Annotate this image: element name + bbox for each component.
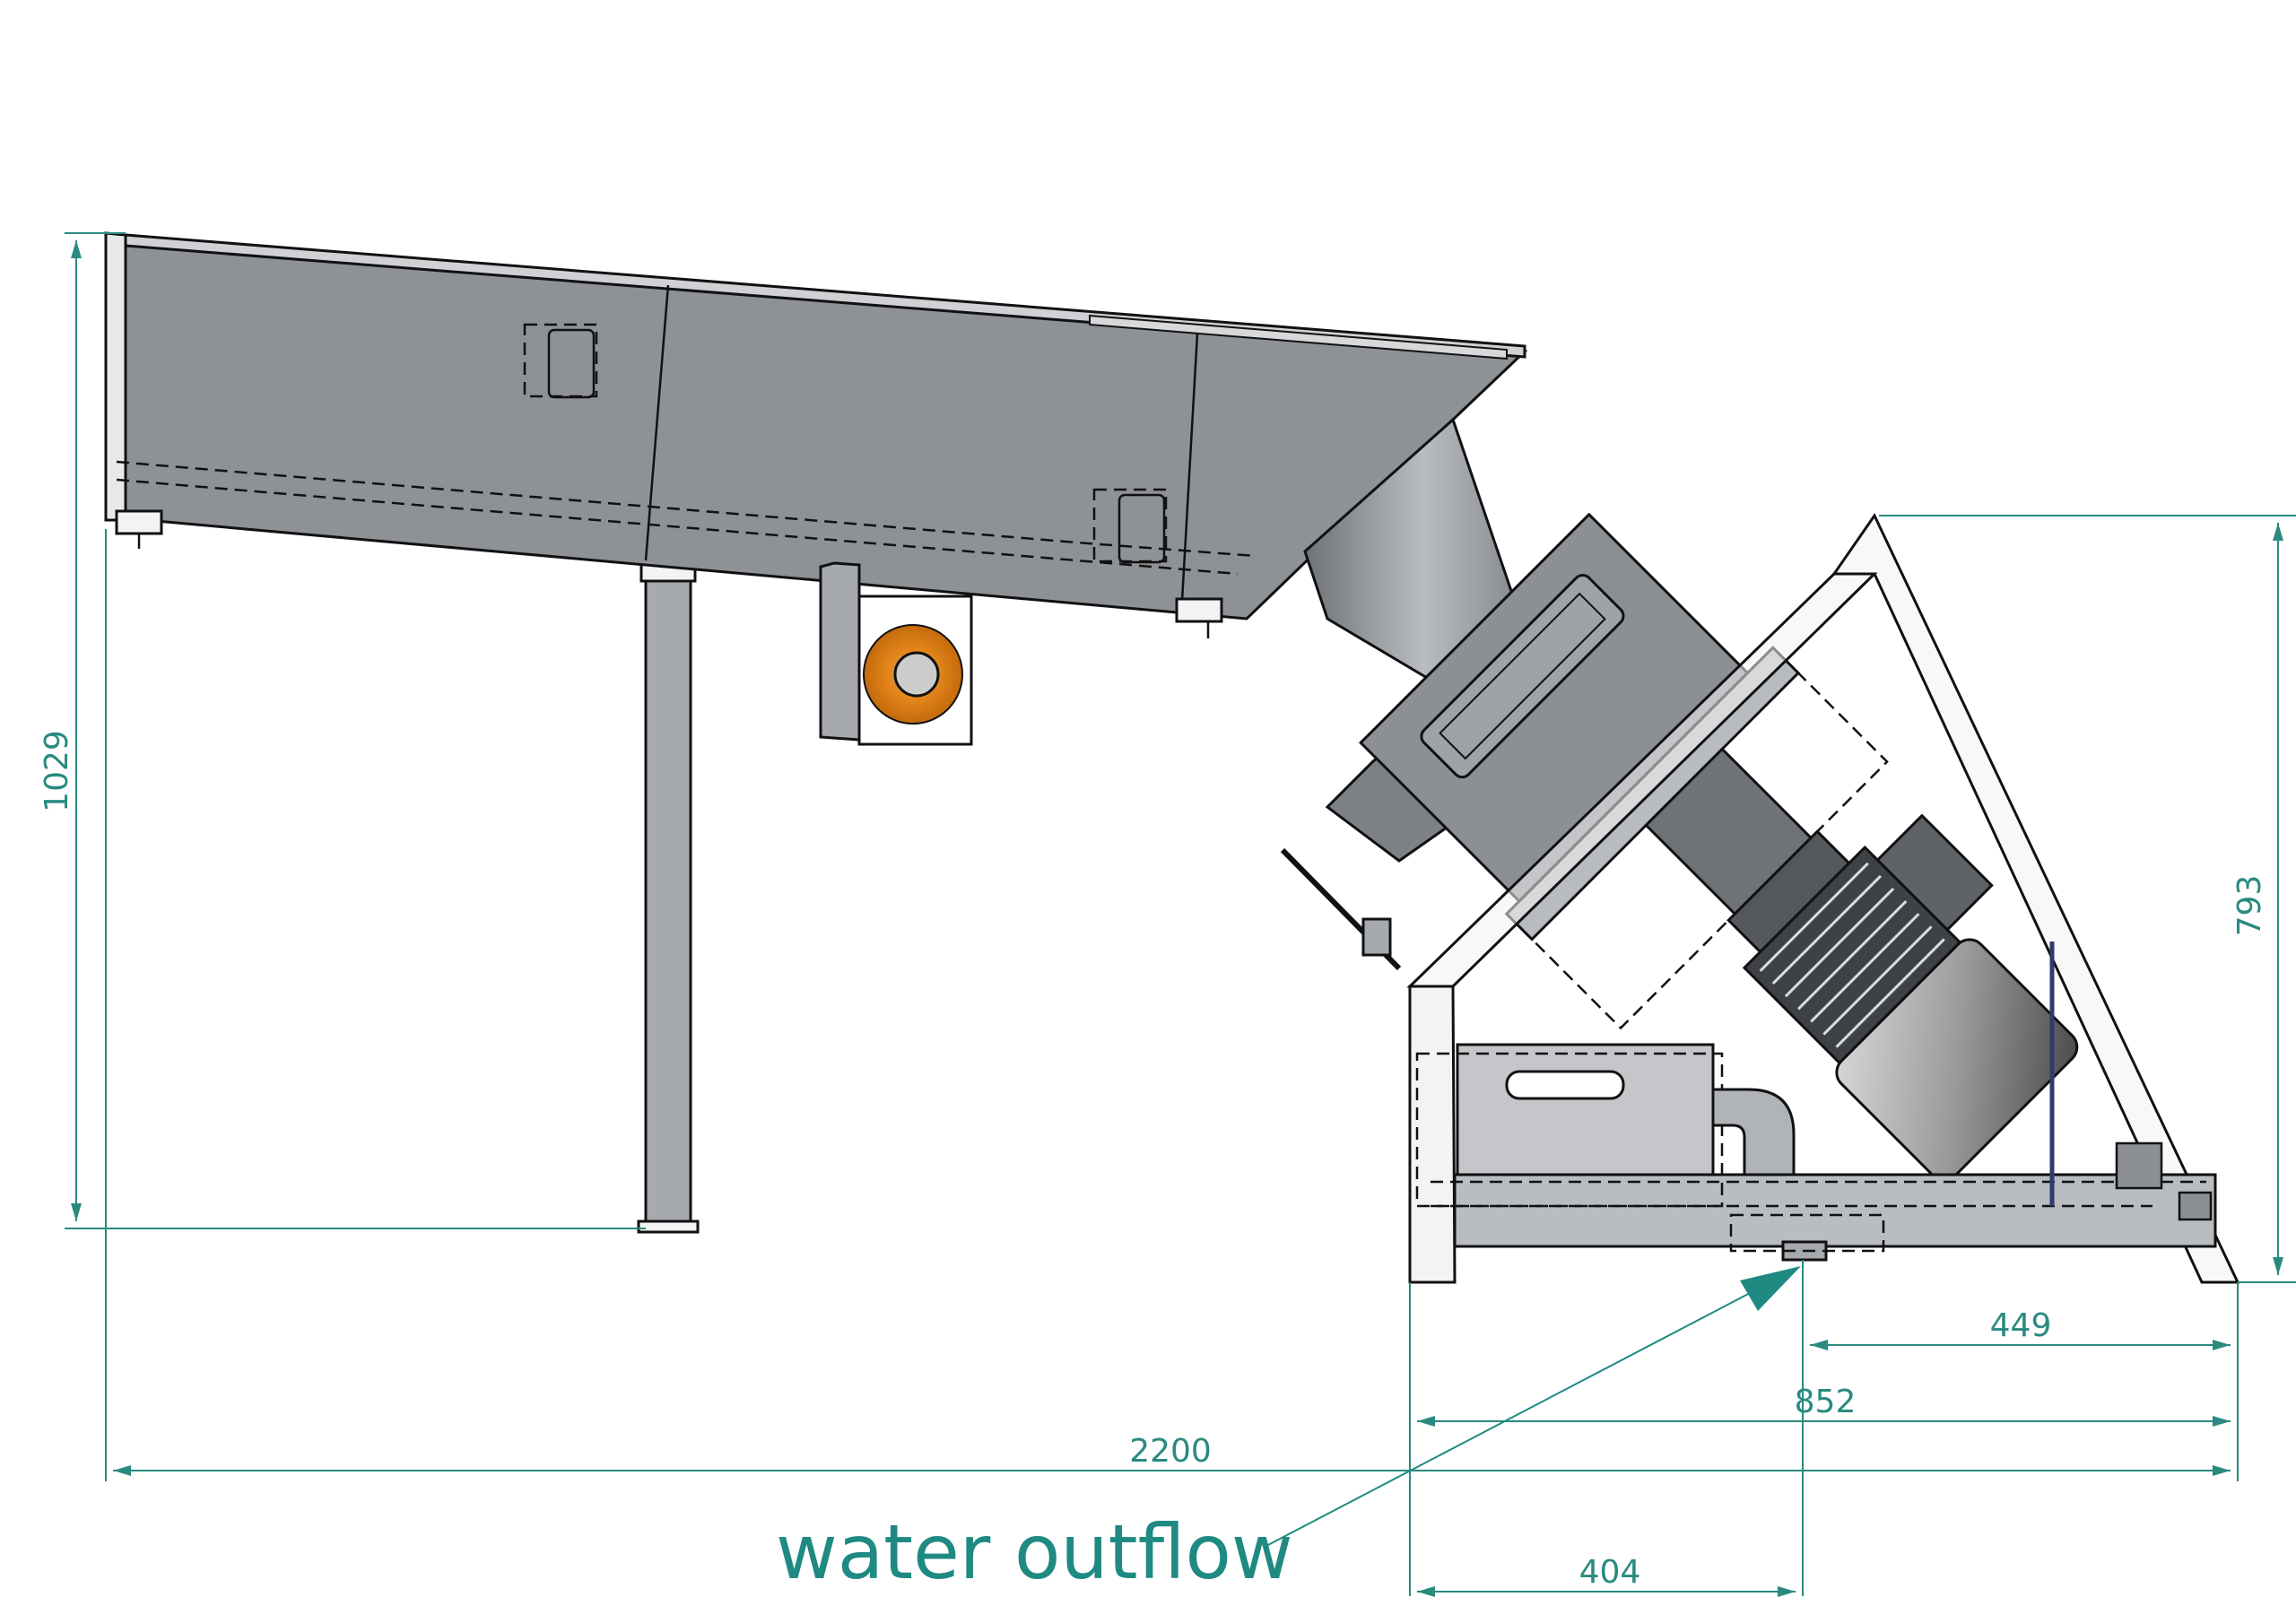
trough-perforated-strip — [1089, 314, 1508, 360]
dimensions: 1029 793 449 852 2200 404 — [39, 232, 2296, 1597]
dim-height-total-label: 1029 — [39, 730, 75, 812]
inlet-pipe-bore — [893, 651, 940, 698]
trough-bracket-2 — [1118, 493, 1166, 564]
dim-offset-right-label: 449 — [1990, 1307, 2052, 1344]
dim-width-frame-label: 852 — [1795, 1384, 1857, 1420]
trough-foot-right — [1175, 597, 1223, 623]
motor-fin-lines — [1759, 862, 1945, 1048]
right-bolt — [2178, 1191, 2213, 1221]
support-leg — [644, 572, 692, 1230]
trough-hidden-line-1 — [116, 460, 1257, 558]
trough-seam-1 — [644, 284, 670, 561]
trough-bracket-1 — [547, 328, 596, 399]
frame-base-beam — [1453, 1173, 2217, 1248]
dim-width-total-label: 2200 — [1129, 1433, 1212, 1470]
callout-arrowhead — [1740, 1266, 1801, 1311]
dim-offset-left-label: 404 — [1579, 1554, 1641, 1591]
trough-hidden-line-2 — [116, 478, 1239, 576]
callout-label: water outflow — [776, 1508, 1293, 1596]
outflow-hidden-box — [1729, 1213, 1885, 1253]
callout-leader-line — [1264, 1290, 1754, 1548]
lever-pivot — [1361, 917, 1392, 957]
support-frame — [1831, 513, 2240, 1284]
tank-hidden-outline — [1415, 1052, 1724, 1208]
motor-body — [1835, 938, 2079, 1182]
tank-handle-slot — [1505, 1070, 1625, 1100]
machine — [104, 231, 2240, 1284]
support-leg-foot — [637, 1219, 700, 1234]
press-window-inner — [1439, 592, 1606, 760]
water-outflow-callout: water outflow — [776, 1266, 1801, 1596]
right-mount — [2115, 1141, 2163, 1190]
water-tank — [1456, 1043, 1715, 1176]
dim-height-frame-label: 793 — [2231, 875, 2268, 937]
trough-end-plate — [104, 231, 127, 522]
elbow-pipe — [1711, 1088, 1796, 1176]
trough-foot-left — [115, 509, 163, 535]
press-window — [1420, 574, 1625, 779]
trough-seam-2 — [1180, 333, 1199, 602]
frame-diagonal — [1406, 572, 1878, 988]
motor-terminal-box — [1875, 813, 1994, 933]
inlet-bracket — [819, 561, 861, 742]
